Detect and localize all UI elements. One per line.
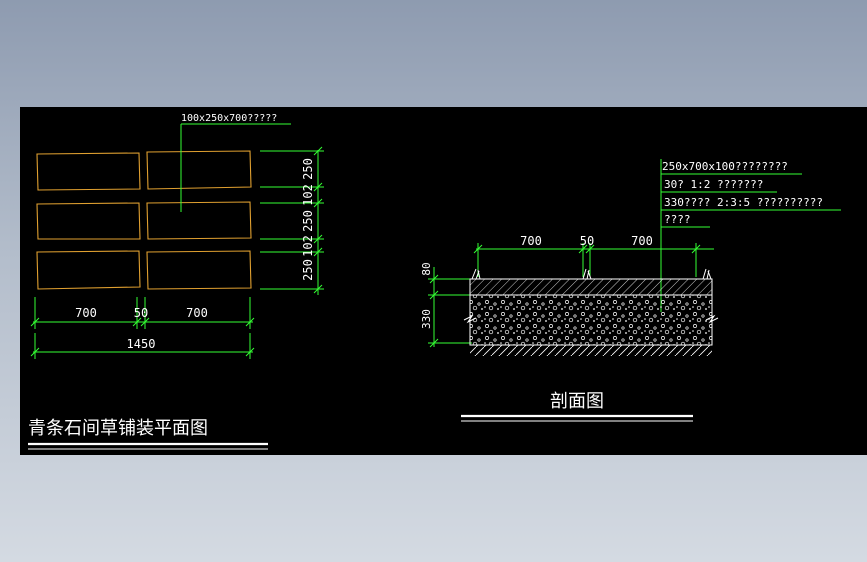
dim-label-h1: 700 [75, 306, 97, 320]
drawing-canvas: 100x250x700????? 250 102 250 102 250 [20, 107, 867, 455]
section-layers [463, 268, 719, 356]
dim-label-s5: 330 [420, 309, 433, 329]
grass-joints [471, 268, 712, 280]
canvas-background [20, 107, 867, 455]
dim-label-v2: 102 [301, 184, 315, 206]
section-leader [660, 159, 841, 312]
section-view: 250x700x100???????? 30? 1:2 ??????? 330?… [420, 159, 841, 422]
dim-label-v3: 250 [301, 210, 315, 232]
plan-leader [180, 123, 291, 212]
layer-label-concrete: 330???? 2:3:5 ?????????? [664, 196, 823, 209]
dim-label-s2: 50 [580, 234, 594, 248]
dim-label-v4: 102 [301, 235, 315, 257]
plan-title: 青条石间草铺装平面图 [28, 418, 208, 439]
section-title: 剖面图 [550, 391, 604, 412]
plan-leader-label: 100x250x700????? [181, 113, 277, 124]
stone-slab [146, 201, 252, 240]
layer-label-soil: ???? [664, 213, 691, 226]
dim-label-h2: 50 [134, 306, 148, 320]
stone-slabs [36, 150, 252, 290]
gravel-layer [469, 294, 713, 346]
plan-vertical-labels: 250 102 250 102 250 [301, 158, 315, 281]
dim-label-h3: 700 [186, 306, 208, 320]
plan-vertical-dimension [260, 146, 324, 295]
layer-label-mortar: 30? 1:2 ??????? [664, 178, 763, 191]
dim-label-s1: 700 [520, 234, 542, 248]
dim-label-s4: 80 [420, 262, 433, 275]
stone-slab [36, 202, 141, 240]
stone-slab [146, 250, 252, 290]
cad-viewport[interactable]: 100x250x700????? 250 102 250 102 250 [20, 107, 867, 455]
stone-slab [36, 152, 141, 191]
dim-label-s3: 700 [631, 234, 653, 248]
stone-slab [36, 250, 141, 290]
soil-layer [470, 345, 712, 356]
section-left-dimension [428, 267, 472, 348]
dim-label-total: 1450 [127, 337, 156, 351]
stone-layer [469, 278, 713, 296]
stone-slab [146, 150, 252, 190]
dim-label-v1: 250 [301, 158, 315, 180]
layer-label-stone: 250x700x100???????? [662, 160, 788, 173]
plan-horizontal-dimension [30, 297, 255, 359]
plan-view: 100x250x700????? 250 102 250 102 250 [28, 113, 324, 450]
dim-label-v5: 250 [301, 259, 315, 281]
break-marks [463, 314, 719, 324]
section-top-dimension [473, 243, 714, 277]
